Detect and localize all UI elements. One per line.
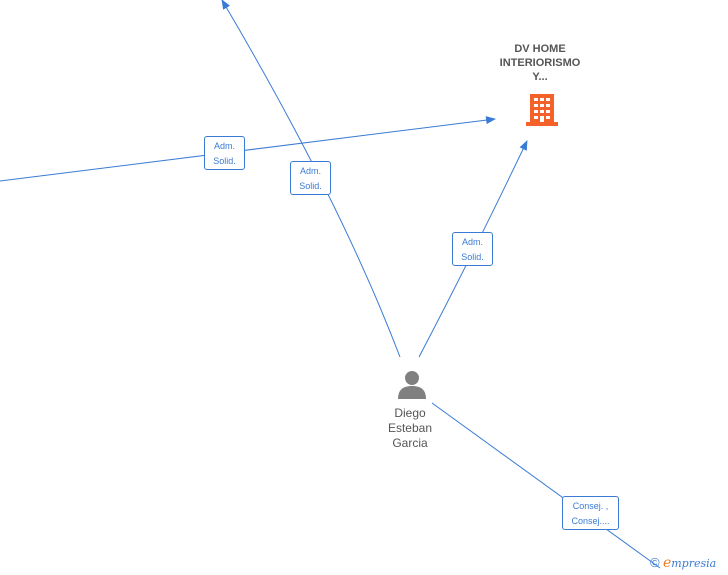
- person-name[interactable]: Diego Esteban Garcia: [370, 406, 450, 451]
- brand-initial: e: [662, 555, 672, 571]
- company-name[interactable]: DV HOME INTERIORISMO Y...: [480, 42, 600, 84]
- edge-label-line: Solid.: [461, 252, 484, 262]
- person-name-line: Garcia: [392, 436, 428, 450]
- edge-label-offscreen-to-company[interactable]: Adm. Solid.: [204, 136, 245, 170]
- building-icon[interactable]: [526, 92, 558, 126]
- edge-line-offscreen-to-company: [0, 116, 496, 182]
- edge-label-line: Solid.: [299, 181, 322, 191]
- edge-line-person-to-bottom-right: [431, 402, 661, 569]
- person-icon[interactable]: [397, 369, 427, 399]
- edge-label-person-to-bottom-right[interactable]: Consej. , Consej....: [562, 496, 619, 530]
- company-name-line: DV HOME: [514, 43, 566, 55]
- edge-label-line: Adm.: [213, 141, 235, 151]
- edge-label-line: Consej. ,: [572, 501, 609, 511]
- person-name-line: Esteban: [387, 421, 433, 435]
- edge-label-line: Adm.: [461, 237, 483, 247]
- copyright-icon: ©: [650, 555, 660, 570]
- company-name-line: Y...: [532, 71, 548, 83]
- edge-label-line: Consej....: [571, 516, 610, 526]
- edge-label-person-to-company[interactable]: Adm. Solid.: [452, 232, 493, 266]
- edge-label-person-to-top[interactable]: Adm. Solid.: [290, 161, 331, 195]
- company-name-line: INTERIORISMO: [499, 57, 581, 69]
- edge-label-line: Adm.: [299, 166, 321, 176]
- brand-name: mpresia: [671, 557, 717, 570]
- empresia-logo: © empresia: [650, 555, 716, 573]
- edge-label-line: Solid.: [213, 156, 236, 166]
- person-name-line: Diego: [394, 406, 426, 420]
